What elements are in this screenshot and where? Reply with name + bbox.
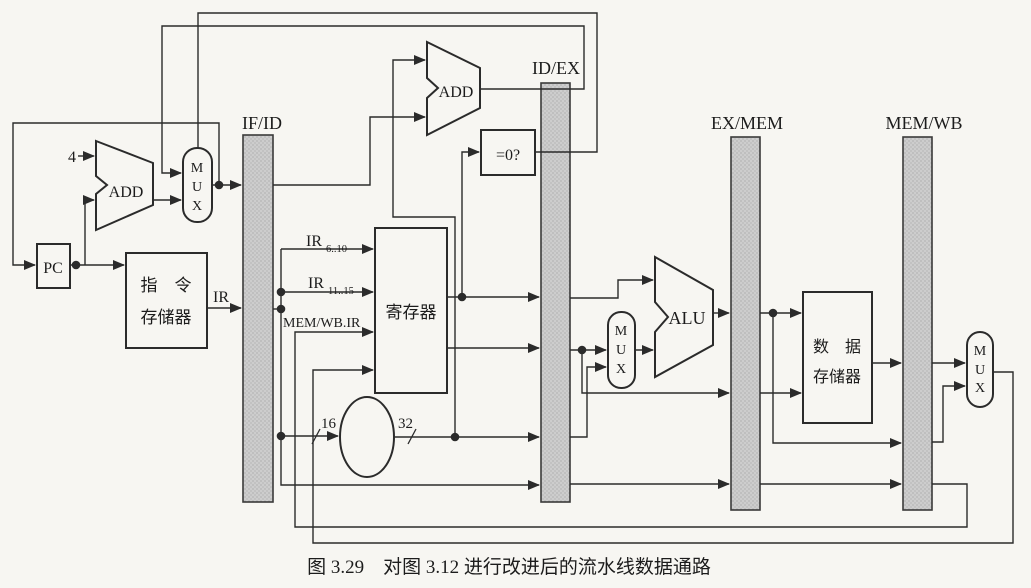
write-back-mux-letter-u: U (975, 363, 985, 378)
wire-idex-a-to-alu (570, 275, 654, 299)
const-four-label: 4 (68, 149, 76, 166)
wire-alu-result-bypass-to-memwb (772, 313, 902, 448)
alu-label: ALU (669, 308, 706, 328)
ir-field1-label: IR (306, 233, 322, 250)
sign-extend-ellipse (339, 396, 395, 478)
next-pc-mux (182, 147, 213, 223)
wire-b-bypass-to-exmem (581, 350, 730, 398)
data-memory-label-line1: 数 据 (813, 338, 861, 356)
ir-field2-subscript: 11..15 (328, 286, 354, 297)
instruction-memory-label-line2: 存储器 (141, 308, 192, 327)
figure-caption: 图 3.29 对图 3.12 进行改进后的流水线数据通路 (307, 556, 711, 578)
extend-input-width-label: 16 (321, 416, 337, 432)
junction-alu-result (768, 308, 778, 318)
branch-adder-shape (426, 40, 481, 137)
labels: IF/ID ID/EX EX/MEM MEM/WB PC 指 令 存储器 寄存器… (43, 58, 987, 578)
data-memory-label-line2: 存储器 (813, 368, 861, 386)
wire-branch-target-to-nextpc-mux (161, 25, 585, 178)
wire-regA-to-zero-test (461, 147, 480, 297)
stage-label-id-ex: ID/EX (532, 58, 580, 78)
pc-adder-label: ADD (109, 184, 144, 201)
stage-label-mem-wb: MEM/WB (885, 113, 962, 133)
alu-src-mux-letter-x: X (616, 362, 626, 377)
id-ex-latch-bar (540, 82, 571, 503)
wires (12, 12, 1014, 544)
ir-label: IR (213, 289, 229, 306)
pc-label: PC (43, 260, 63, 277)
junction-pc-out (71, 260, 81, 270)
stage-label-ex-mem: EX/MEM (711, 113, 783, 133)
junction-nextpc (214, 180, 224, 190)
junction-extend-out (450, 432, 460, 442)
wire-writeback-data-to-regfile (312, 365, 1014, 544)
bus-width-slash-16 (311, 428, 321, 445)
junction-dots (71, 180, 778, 442)
instruction-memory-block (125, 252, 208, 349)
pipeline-registers (242, 82, 933, 511)
alu-src-mux-letter-m: M (615, 324, 628, 339)
pc-adder-shape (95, 139, 154, 232)
extend-output-width-label: 32 (398, 416, 413, 432)
junction-regA (457, 292, 467, 302)
write-back-mux-letter-x: X (975, 381, 985, 396)
next-pc-mux-letter-x: X (192, 199, 202, 214)
wire-extend-out-to-branch-adder (392, 55, 456, 437)
components (36, 40, 994, 478)
wire-idex-imm-to-alusrc-mux (570, 362, 607, 438)
next-pc-mux-letter-m: M (191, 161, 204, 176)
wire-zero-test-to-nextpc-mux-select (197, 12, 598, 153)
junction-regB-ex (577, 345, 587, 355)
wire-ir-passdown-to-idex (280, 249, 540, 490)
ex-mem-latch-bar (730, 136, 761, 511)
wire-npc-to-branch-adder (273, 112, 426, 186)
bus-width-slash-32 (407, 428, 417, 445)
mem-wb-ir-label: MEM/WB.IR (283, 316, 361, 331)
write-back-mux-letter-m: M (974, 344, 987, 359)
register-file-label: 寄存器 (386, 303, 437, 322)
pc-block (36, 243, 71, 289)
register-file-block (374, 227, 448, 394)
if-id-latch-bar (242, 134, 274, 503)
wire-memwb-ir-to-regfile-waddr (294, 327, 968, 528)
next-pc-mux-letter-u: U (192, 180, 202, 195)
junction-ir-out (276, 304, 286, 314)
junction-ir-imm (276, 431, 286, 441)
instruction-memory-label-line1: 指 令 (141, 276, 192, 295)
junction-ir-field2 (276, 287, 286, 297)
ir-field1-subscript: 6..10 (326, 244, 347, 255)
alu-src-mux-letter-u: U (616, 343, 626, 358)
zero-test-label: =0? (496, 147, 520, 164)
write-back-mux (966, 331, 994, 408)
wire-memwb-alu-to-wb-mux (932, 381, 966, 443)
ir-field2-label: IR (308, 275, 324, 292)
stage-label-if-id: IF/ID (242, 113, 282, 133)
wire-nextpc-feedback-to-pc (12, 122, 220, 270)
branch-adder-label: ADD (439, 84, 474, 101)
mem-wb-latch-bar (902, 136, 933, 511)
zero-test-block (480, 129, 536, 176)
alu-src-mux (607, 311, 636, 389)
alu-shape (654, 255, 714, 379)
wire-pc-to-pc-adder (83, 195, 95, 265)
data-memory-block (802, 291, 873, 424)
